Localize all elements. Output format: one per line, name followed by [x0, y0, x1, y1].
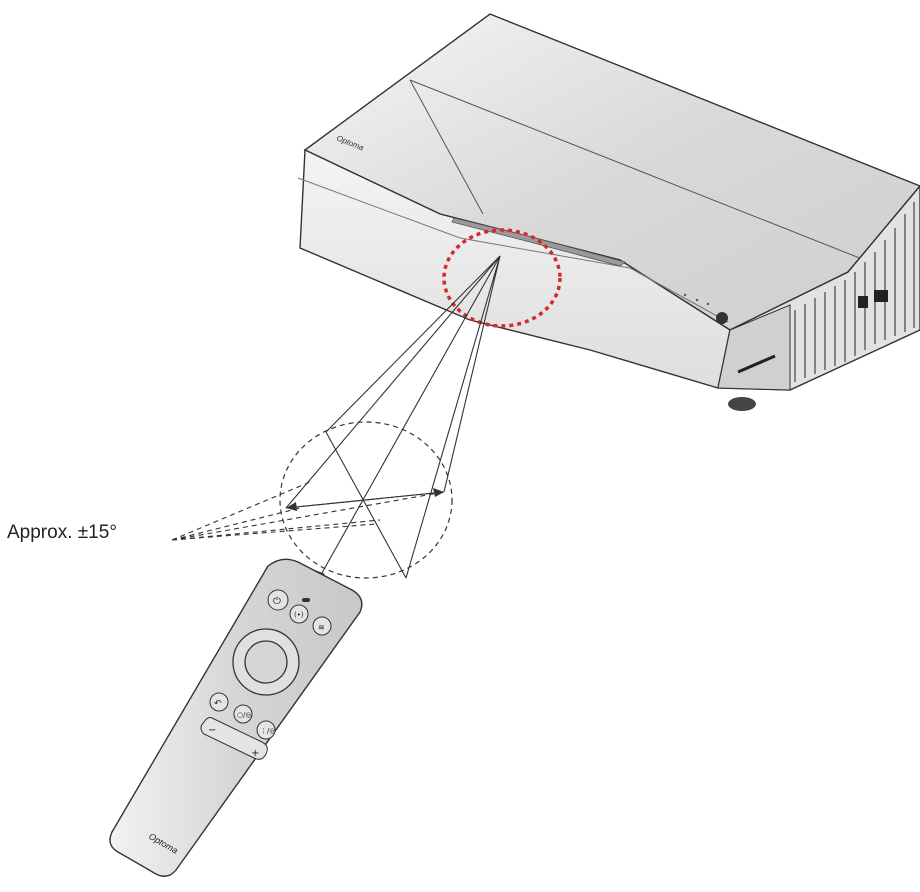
angle-lines — [171, 481, 445, 541]
projector-led-strip — [737, 354, 776, 374]
remote-control: ⏻ (•) ≋ ↶ ○/◎ ⋮/◎ − + Optoma — [109, 558, 363, 877]
range-circle — [279, 421, 453, 579]
projector-port — [858, 296, 868, 308]
remote-volume-rocker — [200, 717, 268, 760]
ir-receiver-highlight — [442, 228, 562, 328]
remote-menu-button — [256, 720, 276, 740]
projector-vents — [794, 202, 915, 382]
angle-label: Approx. ±15° — [7, 522, 117, 543]
power-icon: ⏻ — [273, 596, 281, 607]
projector-foot — [728, 397, 756, 411]
home-icon: ○/◎ — [237, 711, 252, 719]
menu-icon: ⋮/◎ — [260, 727, 275, 735]
projector-port — [874, 290, 888, 302]
projector-power-button — [716, 312, 728, 324]
signal-arrowheads — [286, 488, 444, 580]
remote-power-button — [267, 589, 289, 611]
volume-up-label: + — [251, 748, 259, 759]
projector-indicators — [683, 293, 710, 306]
remote-home-button — [233, 704, 253, 724]
projector-panel-line — [409, 79, 484, 215]
back-icon: ↶ — [214, 699, 222, 709]
remote-dpad-center — [244, 640, 288, 684]
remote-back-button — [209, 692, 229, 712]
projector-corner — [717, 304, 791, 391]
signal-cone — [285, 255, 501, 581]
volume-down-label: − — [208, 725, 216, 736]
remote-input-button — [289, 604, 309, 624]
remote-indicator — [302, 598, 310, 602]
projector-front-groove — [297, 177, 729, 323]
projector: Optoma — [297, 13, 920, 411]
settings-icon: ≋ — [318, 623, 325, 632]
input-icon: (•) — [294, 611, 304, 619]
remote-settings-button — [312, 616, 332, 636]
projector-panel-line — [409, 79, 896, 273]
